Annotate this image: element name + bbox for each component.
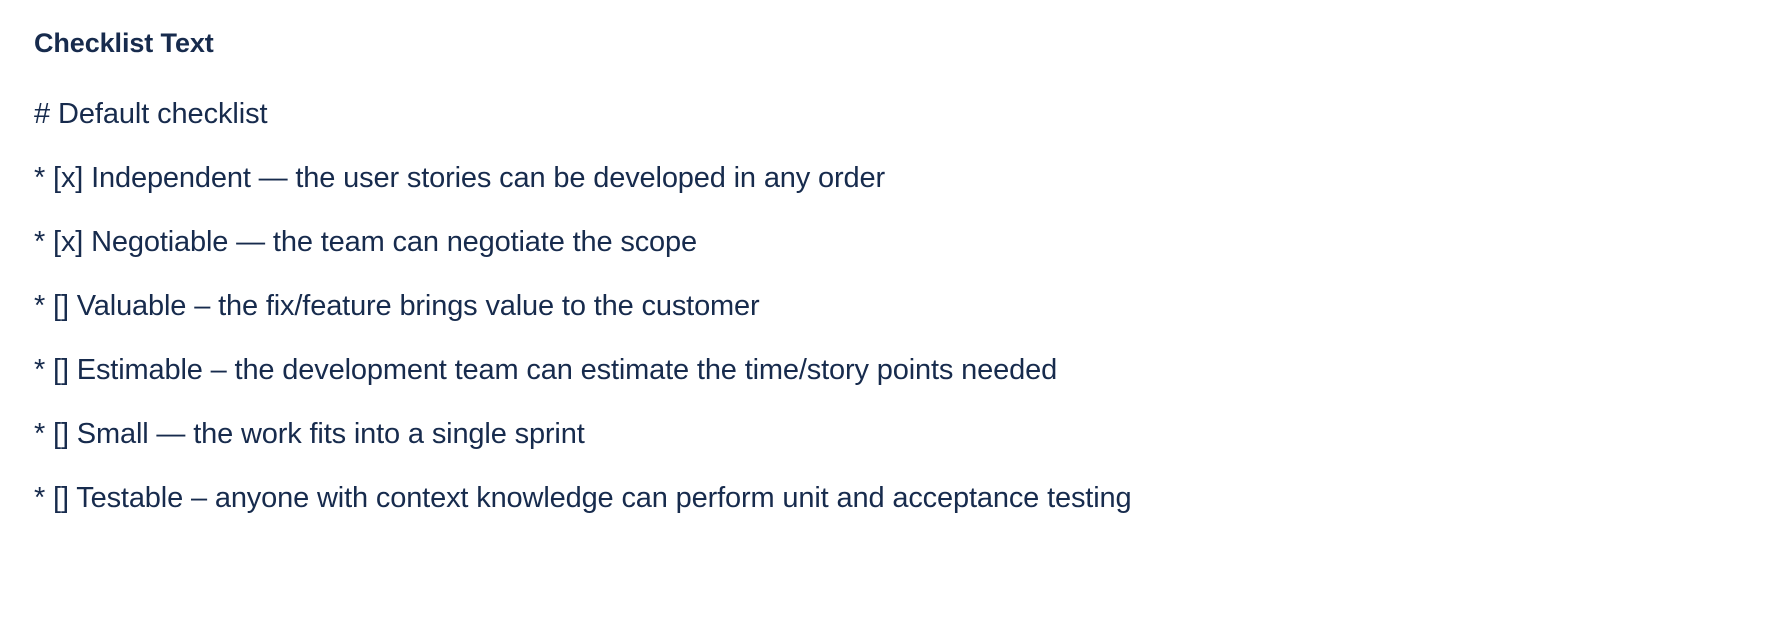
checklist-line: * [] Small — the work fits into a single… xyxy=(34,418,585,450)
checklist-line: * [x] Independent — the user stories can… xyxy=(34,162,885,194)
checklist-text-label: Checklist Text xyxy=(34,28,214,58)
checklist-line: # Default checklist xyxy=(34,98,268,130)
checklist-text-content: # Default checklist * [x] Independent — … xyxy=(34,82,1772,530)
checklist-line: * [] Valuable – the fix/feature brings v… xyxy=(34,290,760,322)
checklist-line: * [] Estimable – the development team ca… xyxy=(34,354,1058,386)
checklist-line: * [] Testable – anyone with context know… xyxy=(34,482,1132,514)
checklist-line: * [x] Negotiable — the team can negotiat… xyxy=(34,226,697,258)
